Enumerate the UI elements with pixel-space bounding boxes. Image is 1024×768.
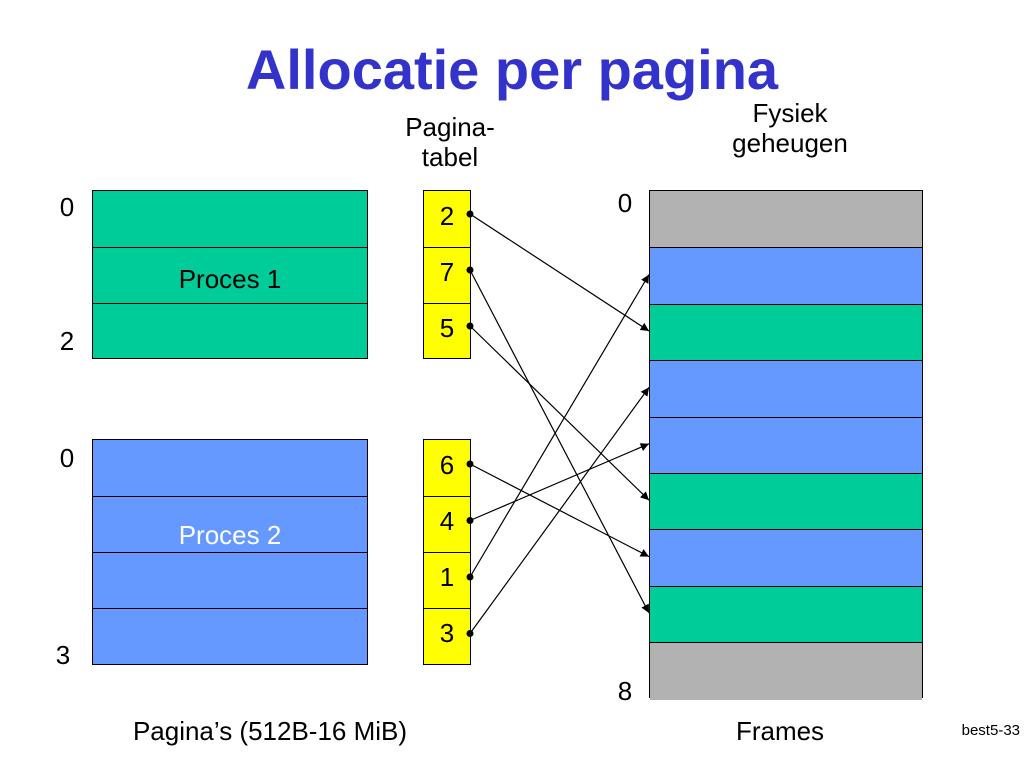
process1-start-index: 0 [59,192,75,222]
process1-end-index: 2 [59,326,75,356]
pages-caption: Pagina’s (512B-16 MiB) [132,716,408,746]
process2-pages: Proces 2 [92,439,368,665]
page-table-entry: 2 [424,191,470,248]
frame-1 [650,247,922,305]
page-table-entry: 7 [424,247,470,304]
page-table-entry: 6 [424,440,470,497]
page-table-process1: 2 7 5 [423,190,471,359]
mapping-arrow-1 [469,269,650,614]
page-table-process2: 6 4 1 3 [423,439,471,665]
slide-number: best5-33 [961,722,1020,739]
frame-8 [650,642,922,700]
process2-end-index: 3 [55,640,71,670]
process2-page [93,608,367,665]
mapping-arrow-2 [469,325,650,501]
process1-page [93,247,367,304]
process2-start-index: 0 [59,443,75,473]
mapping-arrow-6 [469,387,650,634]
process2-label: Proces 2 [178,520,282,550]
frames-caption: Frames [735,716,825,746]
physical-memory-header: Fysiek geheugen [732,98,848,158]
frame-6 [650,529,922,587]
process1-label: Proces 1 [178,264,282,294]
frames-start-index: 0 [617,188,633,218]
frame-0 [650,191,922,248]
mapping-arrow-5 [469,274,650,578]
frame-2 [650,303,922,362]
page-table-entry: 1 [424,552,470,609]
page-table-entry: 4 [424,496,470,553]
frame-5 [650,473,922,531]
frame-4 [650,416,922,474]
mapping-arrow-4 [469,443,650,522]
page-table-entry: 5 [439,313,455,343]
physical-memory-frames [649,190,923,700]
process2-page [93,552,367,609]
frame-7 [650,585,922,644]
mapping-arrow-0 [469,213,650,332]
process1-pages: Proces 1 [92,190,368,359]
page-table-header: Pagina- tabel [405,112,495,172]
page-table-entry: 3 [439,618,455,648]
process2-page [93,496,367,553]
slide-title: Allocatie per pagina [245,38,779,101]
process1-page [93,303,367,360]
frame-3 [650,360,922,418]
frames-end-index: 8 [617,676,633,706]
